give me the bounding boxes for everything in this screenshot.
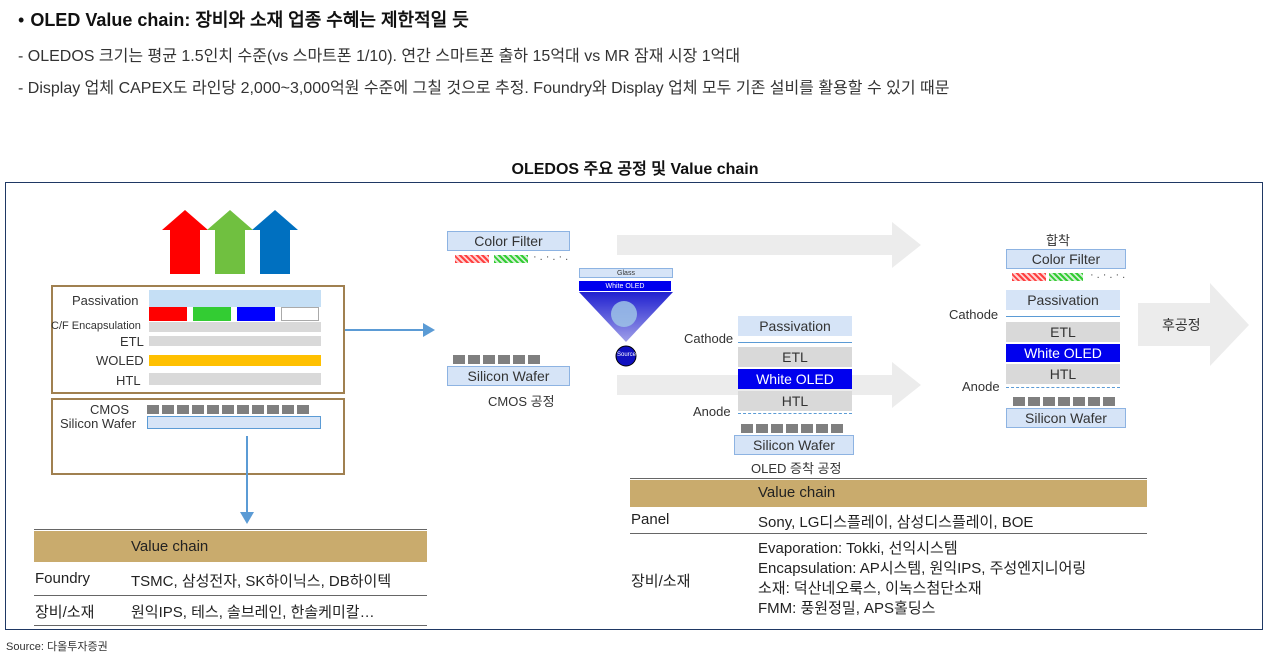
blue-arrow-icon	[252, 210, 298, 274]
dep-white-oled: White OLED	[738, 369, 852, 389]
label-etl: ETL	[120, 334, 144, 349]
dep-label-cathode: Cathode	[684, 331, 734, 346]
label-htl: HTL	[116, 373, 141, 388]
vapor-cloud-icon	[611, 301, 637, 327]
evaporation-cone	[579, 292, 673, 367]
dep-caption: OLED 증착 공정	[751, 461, 842, 476]
dep-passivation: Passivation	[738, 316, 852, 336]
green-arrow-icon	[207, 210, 253, 274]
bond-label: 합착	[1046, 233, 1070, 248]
summary-line-2: - Display 업체 CAPEX도 라인당 2,000~3,000억원 수준…	[18, 80, 950, 97]
layer-cf-encapsulation	[149, 322, 321, 332]
bond-label-anode: Anode	[962, 379, 1000, 394]
bond-passivation: Passivation	[1006, 290, 1120, 310]
layer-woled	[149, 355, 321, 366]
mid-silicon-wafer: Silicon Wafer	[447, 366, 570, 386]
mid-color-filter: Color Filter	[447, 231, 570, 251]
cf-white	[281, 307, 319, 321]
label-woled: WOLED	[96, 353, 144, 368]
mid-cf-green-pattern	[494, 255, 528, 263]
tbl-left-top-line	[34, 529, 427, 530]
tbl-left-header	[34, 531, 427, 562]
connector-arrowhead-down-icon	[240, 512, 254, 524]
tbl-right-equip-line-2: Encapsulation: AP시스템, 원익IPS, 주성엔지니어링	[758, 560, 1087, 577]
tbl-right-header	[630, 480, 1147, 507]
bond-label-cathode: Cathode	[949, 307, 999, 322]
tbl-right-equip-line-1: Evaporation: Tokki, 선익시스템	[758, 540, 958, 557]
tbl-right-panel-key: Panel	[631, 511, 670, 528]
glass-plate: Glass	[579, 268, 673, 278]
cf-red	[149, 307, 187, 321]
bond-silicon-wafer: Silicon Wafer	[1006, 408, 1126, 428]
gray-arrow-top-icon	[617, 222, 921, 268]
tbl-left-bottom-line	[34, 625, 427, 626]
tbl-left-row-line	[34, 595, 427, 596]
tbl-right-top-line	[630, 478, 1147, 479]
dep-cathode-line	[738, 342, 852, 343]
dep-etl: ETL	[738, 347, 852, 367]
bond-cathode-line	[1006, 316, 1120, 317]
mid-wafer-pads	[453, 355, 540, 364]
dep-label-anode: Anode	[693, 404, 731, 419]
red-arrow-icon	[162, 210, 208, 274]
white-oled-plate: White OLED	[579, 281, 671, 291]
source-label: Source	[617, 352, 637, 358]
label-silicon-wafer: Silicon Wafer	[60, 416, 137, 431]
layer-etl	[149, 336, 321, 346]
bullet: •	[18, 10, 25, 30]
layer-passivation	[149, 290, 321, 307]
connector-line-down	[246, 436, 248, 514]
layer-color-filter	[149, 307, 321, 321]
bond-color-filter: Color Filter	[1006, 249, 1126, 269]
bond-cf-dots: ·.·.·.	[1090, 269, 1129, 281]
connector-line-right	[345, 329, 425, 331]
tbl-left-foundry-key: Foundry	[35, 570, 91, 587]
tbl-right-equip-line-4: FMM: 풍원정밀, APS홀딩스	[758, 600, 936, 617]
tbl-right-header-label: Value chain	[758, 484, 836, 501]
cmos-box	[51, 398, 345, 475]
cmos-pads	[147, 405, 309, 414]
summary-line-1: - OLEDOS 크기는 평균 1.5인치 수준(vs 스마트폰 1/10). …	[18, 48, 741, 65]
tbl-left-equip-value: 원익IPS, 테스, 솔브레인, 한솔케미칼…	[131, 604, 375, 621]
tbl-right-row-line	[630, 533, 1147, 534]
dep-anode-line	[738, 413, 852, 414]
cmos-process-caption: CMOS 공정	[488, 394, 555, 409]
bond-anode-line	[1006, 387, 1120, 388]
heading-title-row: •OLED Value chain: 장비와 소재 업종 수혜는 제한적일 듯	[18, 6, 469, 32]
post-process-label: 후공정	[1162, 317, 1201, 333]
label-passivation: Passivation	[72, 293, 139, 308]
tbl-right-equip-key: 장비/소재	[631, 573, 691, 590]
page-title: OLED Value chain: 장비와 소재 업종 수혜는 제한적일 듯	[30, 10, 469, 30]
label-cf-encapsulation: C/F Encapsulation	[51, 320, 141, 332]
emission-arrows	[162, 210, 298, 274]
mid-cf-red-pattern	[455, 255, 489, 263]
figure-frame	[5, 182, 1263, 630]
dep-silicon-wafer: Silicon Wafer	[734, 435, 854, 455]
layer-htl	[149, 373, 321, 385]
layer-silicon-wafer	[147, 416, 321, 429]
tbl-left-equip-key: 장비/소재	[35, 604, 95, 621]
cf-blue	[237, 307, 275, 321]
tbl-right-panel-value: Sony, LG디스플레이, 삼성디스플레이, BOE	[758, 514, 1034, 531]
bond-etl: ETL	[1006, 322, 1120, 342]
bond-htl: HTL	[1006, 364, 1120, 384]
tbl-right-equip-line-3: 소재: 덕산네오룩스, 이녹스첨단소재	[758, 580, 982, 597]
connector-arrowhead-right-icon	[423, 323, 435, 337]
label-cmos: CMOS	[90, 402, 129, 417]
cf-green	[193, 307, 231, 321]
bond-white-oled: White OLED	[1006, 344, 1120, 362]
dep-htl: HTL	[738, 391, 852, 411]
bond-cf-green-pattern	[1049, 273, 1083, 281]
mid-cf-dots: ·.·.·.	[533, 251, 572, 263]
tbl-left-foundry-value: TSMC, 삼성전자, SK하이닉스, DB하이텍	[131, 573, 392, 590]
figure-title: OLEDOS 주요 공정 및 Value chain	[511, 161, 759, 178]
bond-pads	[1013, 397, 1115, 406]
tbl-left-header-label: Value chain	[131, 538, 209, 555]
dep-pads	[741, 424, 843, 433]
oled-layer-box	[51, 285, 345, 394]
source-note: Source: 다올투자증권	[6, 641, 108, 653]
bond-cf-red-pattern	[1012, 273, 1046, 281]
post-process-arrow-icon	[1138, 283, 1249, 366]
